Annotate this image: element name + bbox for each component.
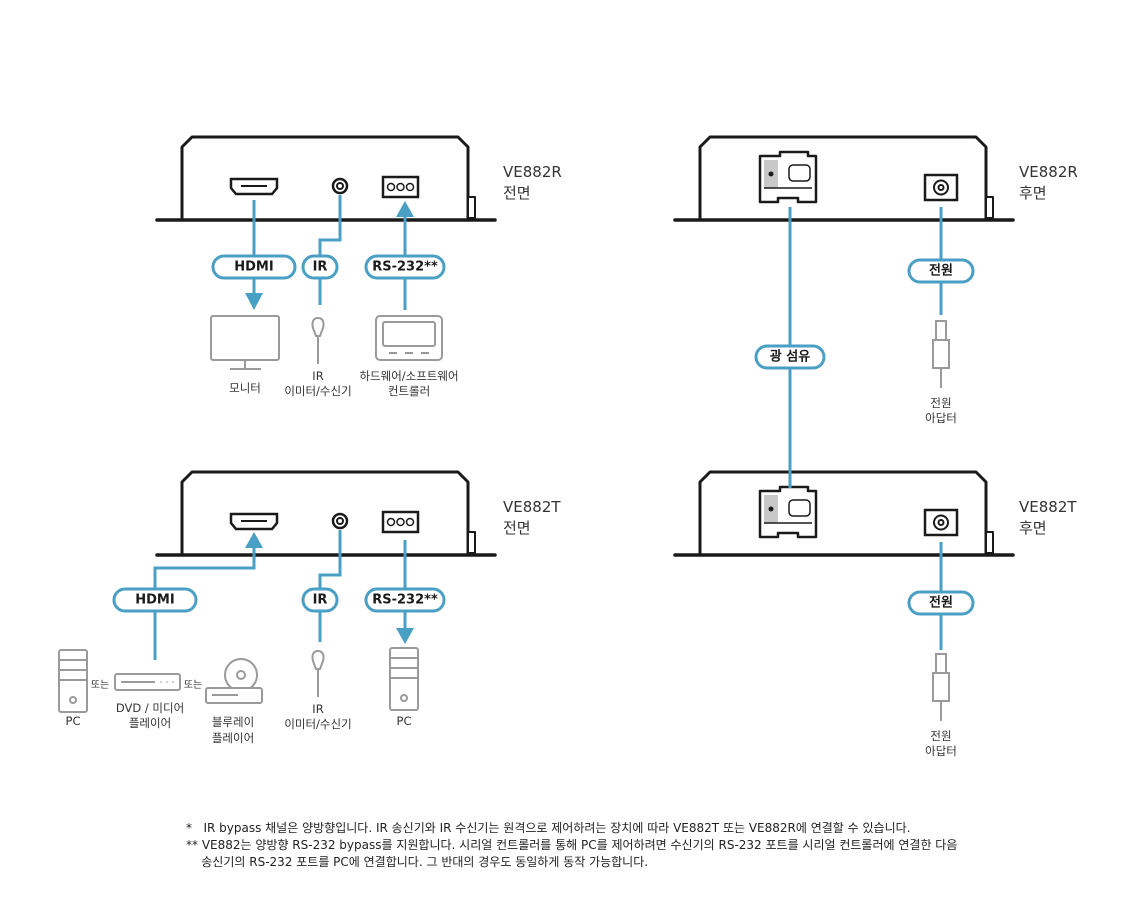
hdmi-cable-t: HDMI — [112, 532, 263, 660]
arrow-up-icon — [396, 201, 414, 217]
ir-emitter-label-2: 이미터/수신기 — [284, 717, 351, 731]
dvd-player-icon — [114, 673, 181, 691]
controller-label-2: 컨트롤러 — [388, 384, 430, 398]
controller-label: 하드웨어/소프트웨어 — [359, 369, 458, 383]
or-label-1: 또는 — [91, 679, 109, 691]
t-front-side: 전면 — [503, 519, 531, 537]
power-cable-t: 전원 — [907, 542, 975, 650]
fiber-cable: 광 섬유 — [754, 207, 826, 488]
hdmi-cable-r: HDMI — [211, 200, 297, 310]
or-label-2: 또는 — [184, 679, 202, 691]
pc-icon — [58, 649, 88, 713]
arrow-up-icon — [245, 532, 263, 548]
power-adapter-icon — [932, 653, 950, 722]
rs232-label: RS-232** — [372, 260, 438, 275]
monitor-label: 모니터 — [229, 381, 261, 395]
ir-emitter-icon — [311, 317, 325, 365]
t-rear-model: VE882T — [1019, 498, 1077, 516]
footnote-rs232: ** VE882는 양방향 RS-232 bypass를 지원합니다. 시리얼 … — [186, 838, 957, 852]
bluray-label: 블루레이 — [212, 715, 254, 729]
rs232-cable-t: RS-232** — [364, 540, 446, 644]
adapter-label-2: 아답터 — [925, 411, 957, 425]
r-rear-side: 후면 — [1019, 184, 1047, 202]
footnote-rs232-cont: 송신기의 RS-232 포트를 PC에 연결합니다. 그 반대의 경우도 동일하… — [186, 855, 648, 869]
power-adapter-icon — [932, 320, 950, 389]
pc-icon — [389, 647, 419, 711]
pc-left-label: PC — [66, 714, 81, 728]
fiber-label: 광 섬유 — [770, 350, 810, 365]
hdmi-label: HDMI — [234, 260, 273, 275]
ir-cable-r: IR — [301, 195, 342, 305]
t-front-model: VE882T — [503, 498, 561, 516]
footnote-ir: * IR bypass 채널은 양방향입니다. IR 송신기와 IR 수신기는 … — [186, 821, 911, 835]
controller-icon — [375, 315, 443, 361]
dvd-label-2: 플레이어 — [129, 716, 171, 730]
ve882r-front-device — [155, 135, 497, 222]
ir-emitter-label-2: 이미터/수신기 — [284, 384, 351, 398]
r-front-side: 전면 — [503, 184, 531, 202]
r-rear-model: VE882R — [1019, 163, 1078, 181]
monitor-icon — [210, 315, 280, 370]
ir-emitter-label: IR — [312, 702, 323, 716]
hdmi-label: HDMI — [135, 593, 174, 608]
ve882r-rear-device — [673, 135, 1015, 222]
ve882t-rear-device — [673, 470, 1015, 557]
bluray-player-icon — [205, 658, 263, 704]
dvd-label: DVD / 미디어 — [116, 701, 184, 715]
arrow-down-icon — [396, 628, 414, 644]
adapter-label: 전원 — [930, 396, 951, 410]
ir-emitter-icon — [311, 650, 325, 698]
bluray-label-2: 플레이어 — [212, 731, 254, 745]
ir-label: IR — [313, 260, 328, 275]
ir-label: IR — [313, 593, 328, 608]
adapter-label-2: 아답터 — [925, 744, 957, 758]
r-front-model: VE882R — [503, 163, 562, 181]
arrow-down-icon — [245, 293, 263, 310]
ir-emitter-label: IR — [312, 369, 323, 383]
power-cable-r: 전원 — [907, 207, 975, 315]
ir-cable-t: IR — [301, 530, 342, 642]
pc-right-label: PC — [397, 714, 412, 728]
rs232-cable-r: RS-232** — [364, 201, 446, 310]
t-rear-side: 후면 — [1019, 519, 1047, 537]
power-label: 전원 — [929, 595, 953, 611]
power-label: 전원 — [929, 263, 953, 279]
adapter-label: 전원 — [930, 729, 951, 743]
rs232-label: RS-232** — [372, 593, 438, 608]
ve882t-front-device — [155, 470, 497, 557]
